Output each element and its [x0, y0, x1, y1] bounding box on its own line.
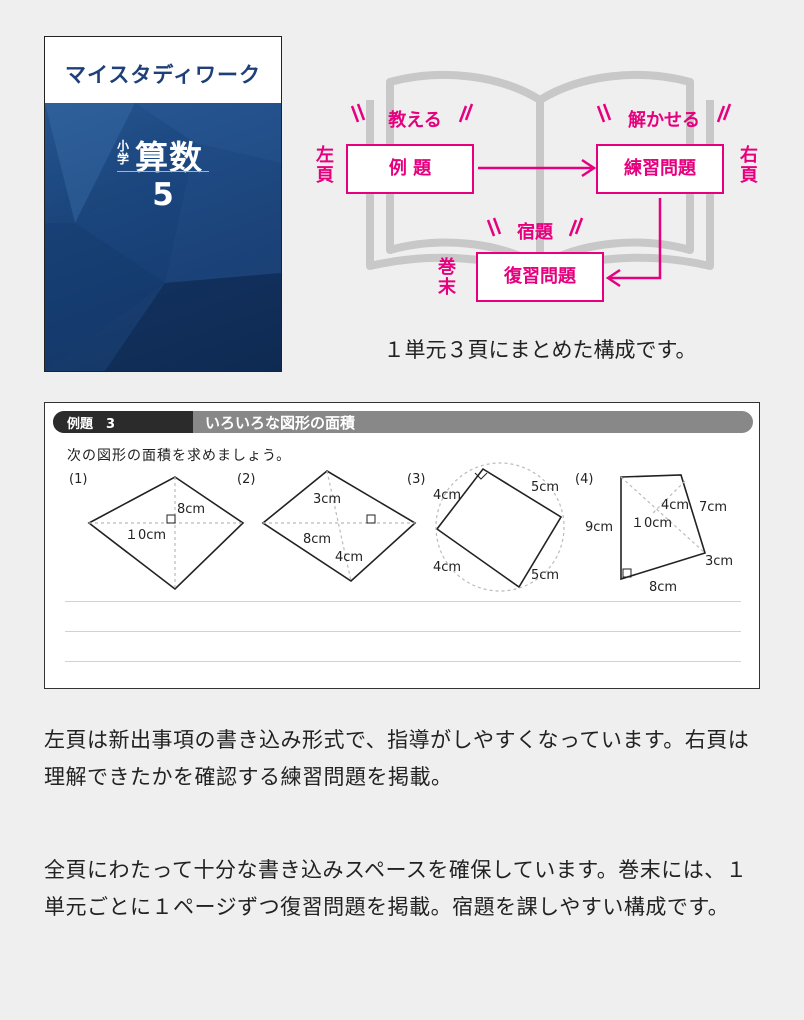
box-practice: 練習問題 [596, 144, 724, 194]
description-paragraph-1: 左頁は新出事項の書き込み形式で、指導がしやすくなっています。右頁は理解できたかを… [44, 728, 750, 789]
worksheet-title: いろいろな図形の面積 [205, 414, 356, 432]
problem-label-3: (3) [407, 472, 426, 487]
fig3-label-tl: 4cm [433, 488, 461, 503]
book-cover: マイスタディワーク 小学 算数 5 [44, 36, 282, 372]
label-homework: 宿題 [517, 222, 553, 243]
diagram-caption: １単元３頁にまとめた構成です。 [383, 338, 697, 362]
fig3-label-bl: 4cm [433, 560, 461, 575]
label-teach: 教える [388, 110, 442, 131]
cover-brand-logo: マイスタディワーク [65, 63, 261, 87]
answer-line-2 [65, 631, 741, 632]
cover-header: マイスタディワーク [45, 37, 281, 103]
fig4-label-c: 9cm [585, 520, 613, 535]
structure-diagram: 教える 解かせる 宿題 左頁 右頁 巻末 例 題 練習問題 復習問題 [300, 40, 780, 320]
answer-line-1 [65, 601, 741, 602]
worksheet-title-bar [53, 411, 753, 433]
label-end-of-book: 巻末 [438, 257, 456, 298]
box-example: 例 題 [346, 144, 474, 194]
fig1-label-a: 8cm [177, 502, 205, 517]
cover-divider [117, 171, 209, 172]
fig3-label-tr: 5cm [531, 480, 559, 495]
cover-grade: 小学 [117, 139, 130, 166]
description-paragraph-2: 全頁にわたって十分な書き込みスペースを確保しています。巻末には、１単元ごとに１ペ… [44, 858, 748, 919]
fig4-label-d: １0cm [631, 516, 672, 531]
answer-line-3 [65, 661, 741, 662]
worksheet-question: 次の図形の面積を求めましょう。 [67, 448, 292, 464]
fig4-label-e: 3cm [705, 554, 733, 569]
worksheet-sample: 例題 3 いろいろな図形の面積 次の図形の面積を求めましょう。 (1) (2) … [44, 402, 760, 689]
fig2-label-c: 4cm [335, 550, 363, 565]
cover-volume-number: 5 [152, 177, 174, 213]
worksheet-tag [53, 411, 193, 433]
problem-label-1: (1) [69, 472, 88, 487]
box-review: 復習問題 [476, 252, 604, 302]
fig4-label-f: 8cm [649, 580, 677, 595]
worksheet-figures: 8cm １0cm 3cm 8cm 4cm 4cm 5cm 4cm 5cm 4cm… [87, 462, 733, 595]
label-right-page: 右頁 [740, 145, 758, 186]
label-solve: 解かせる [628, 110, 700, 131]
fig2-label-b: 8cm [303, 532, 331, 547]
cover-subject: 算数 [135, 138, 203, 177]
worksheet-tag-text: 例題 3 [67, 417, 116, 432]
figure-rhombus [87, 476, 245, 591]
fig1-label-b: １0cm [125, 528, 166, 543]
figure-square [435, 467, 563, 589]
fig4-label-b: 7cm [699, 500, 727, 515]
figure-trapezoid [620, 474, 706, 581]
problem-label-4: (4) [575, 472, 594, 487]
fig4-label-a: 4cm [661, 498, 689, 513]
fig2-label-a: 3cm [313, 492, 341, 507]
cover-pattern [45, 103, 281, 371]
fig3-label-br: 5cm [531, 568, 559, 583]
problem-label-2: (2) [237, 472, 256, 487]
label-left-page: 左頁 [316, 145, 334, 186]
